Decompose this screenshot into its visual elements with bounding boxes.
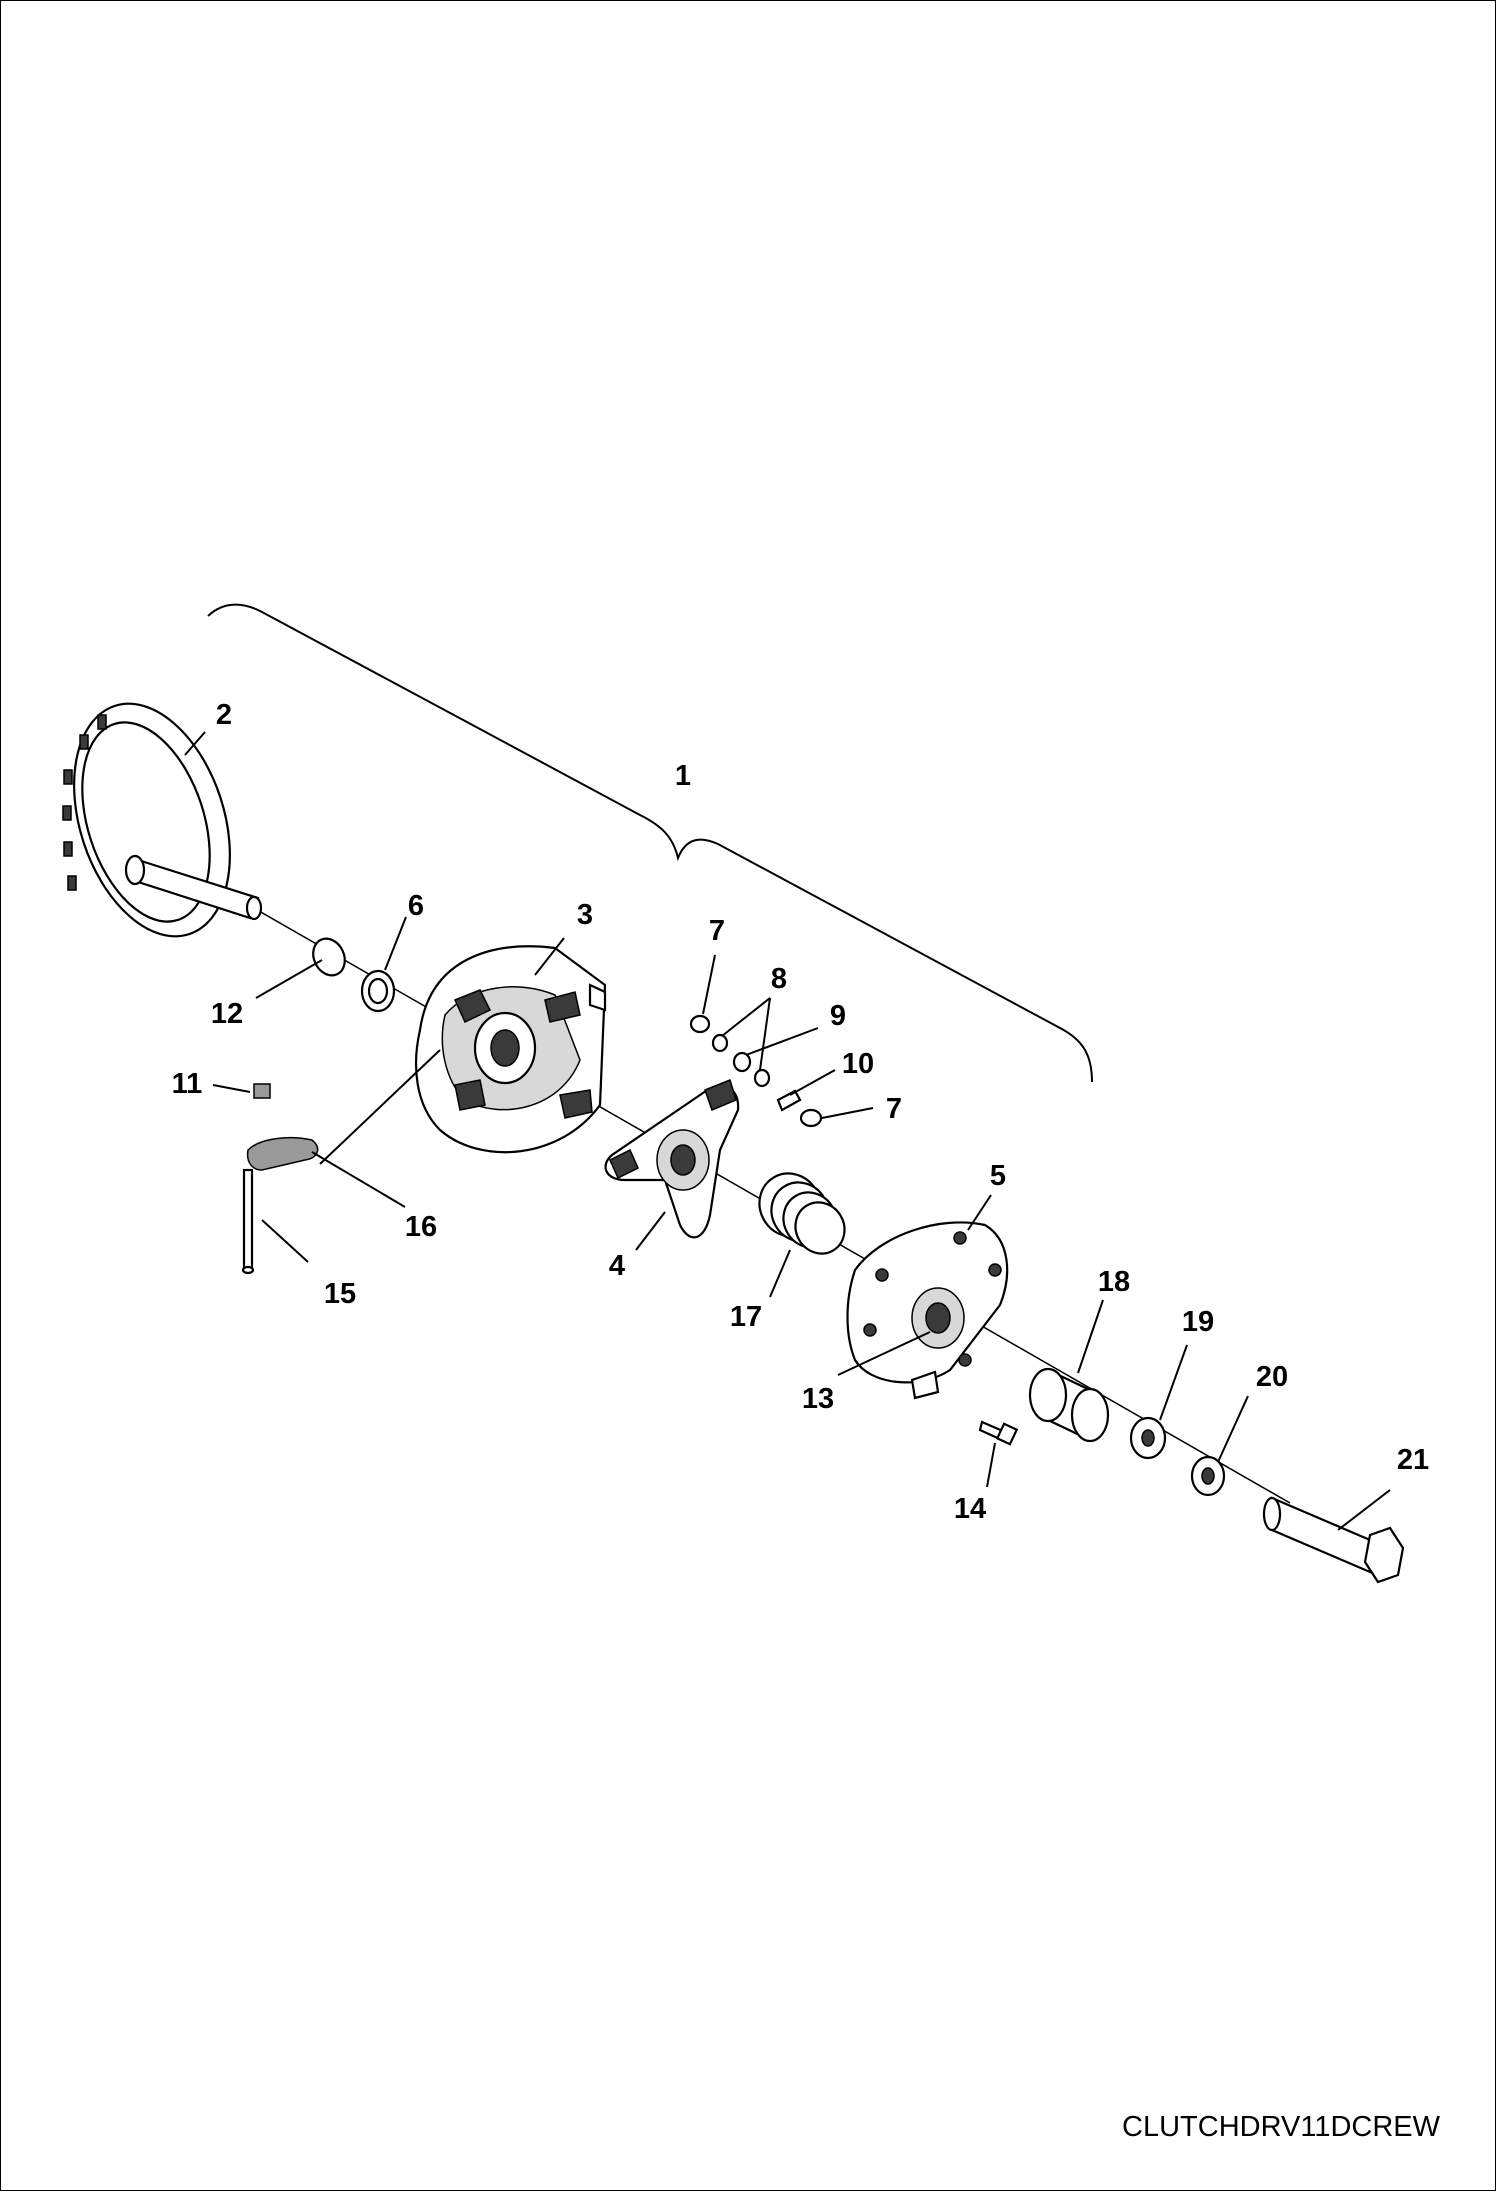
shim-a [711, 1033, 729, 1053]
assembly-bracket [207, 603, 1093, 1083]
callout-numbers: 1 2 3 4 5 6 7 7 8 9 10 11 12 13 14 15 16… [172, 699, 1429, 1525]
flat-washer [1129, 1416, 1167, 1460]
spacer-bushing [1028, 1367, 1110, 1443]
callout-1: 1 [675, 760, 691, 792]
callout-18: 18 [1098, 1266, 1130, 1298]
snap-ring [312, 937, 346, 977]
button-lower [799, 1108, 823, 1128]
callout-2: 2 [216, 699, 232, 731]
callout-11: 11 [172, 1068, 203, 1100]
callout-12: 12 [211, 998, 243, 1030]
clutch-weight [246, 1136, 319, 1171]
callout-16: 16 [405, 1211, 437, 1243]
button-upper [689, 1014, 711, 1034]
cover-bolt [978, 1420, 1019, 1446]
washer-a [732, 1051, 752, 1073]
callout-17: 17 [730, 1301, 762, 1333]
callout-20: 20 [1256, 1361, 1288, 1393]
roller-pin [776, 1089, 802, 1112]
callout-21: 21 [1397, 1444, 1429, 1476]
shim-b [753, 1068, 771, 1088]
callout-5: 5 [990, 1160, 1006, 1192]
callout-14: 14 [954, 1493, 986, 1525]
callout-19: 19 [1182, 1306, 1214, 1338]
spider [604, 1078, 740, 1239]
drawing-code: CLUTCHDRV11DCREW [1122, 2111, 1441, 2143]
clutch-spring [758, 1172, 846, 1255]
retaining-bolt [1262, 1496, 1405, 1584]
callout-7b: 7 [886, 1093, 902, 1125]
callout-4: 4 [609, 1250, 625, 1282]
hex-nut [253, 1083, 271, 1099]
fixed-sheave [62, 702, 263, 938]
lock-washer [1190, 1455, 1226, 1497]
callout-6: 6 [408, 890, 424, 922]
callout-8: 8 [771, 963, 787, 995]
moveable-sheave [415, 945, 607, 1154]
callout-10: 10 [842, 1048, 874, 1080]
clutch-cover [846, 1221, 1009, 1400]
callout-9: 9 [830, 1000, 846, 1032]
thrust-washer [360, 969, 396, 1013]
callout-3: 3 [577, 899, 593, 931]
callout-15: 15 [324, 1278, 356, 1310]
callout-7a: 7 [709, 915, 725, 947]
weight-pin [241, 1168, 255, 1275]
callout-13: 13 [802, 1383, 834, 1415]
leader-lines [184, 731, 1391, 1531]
